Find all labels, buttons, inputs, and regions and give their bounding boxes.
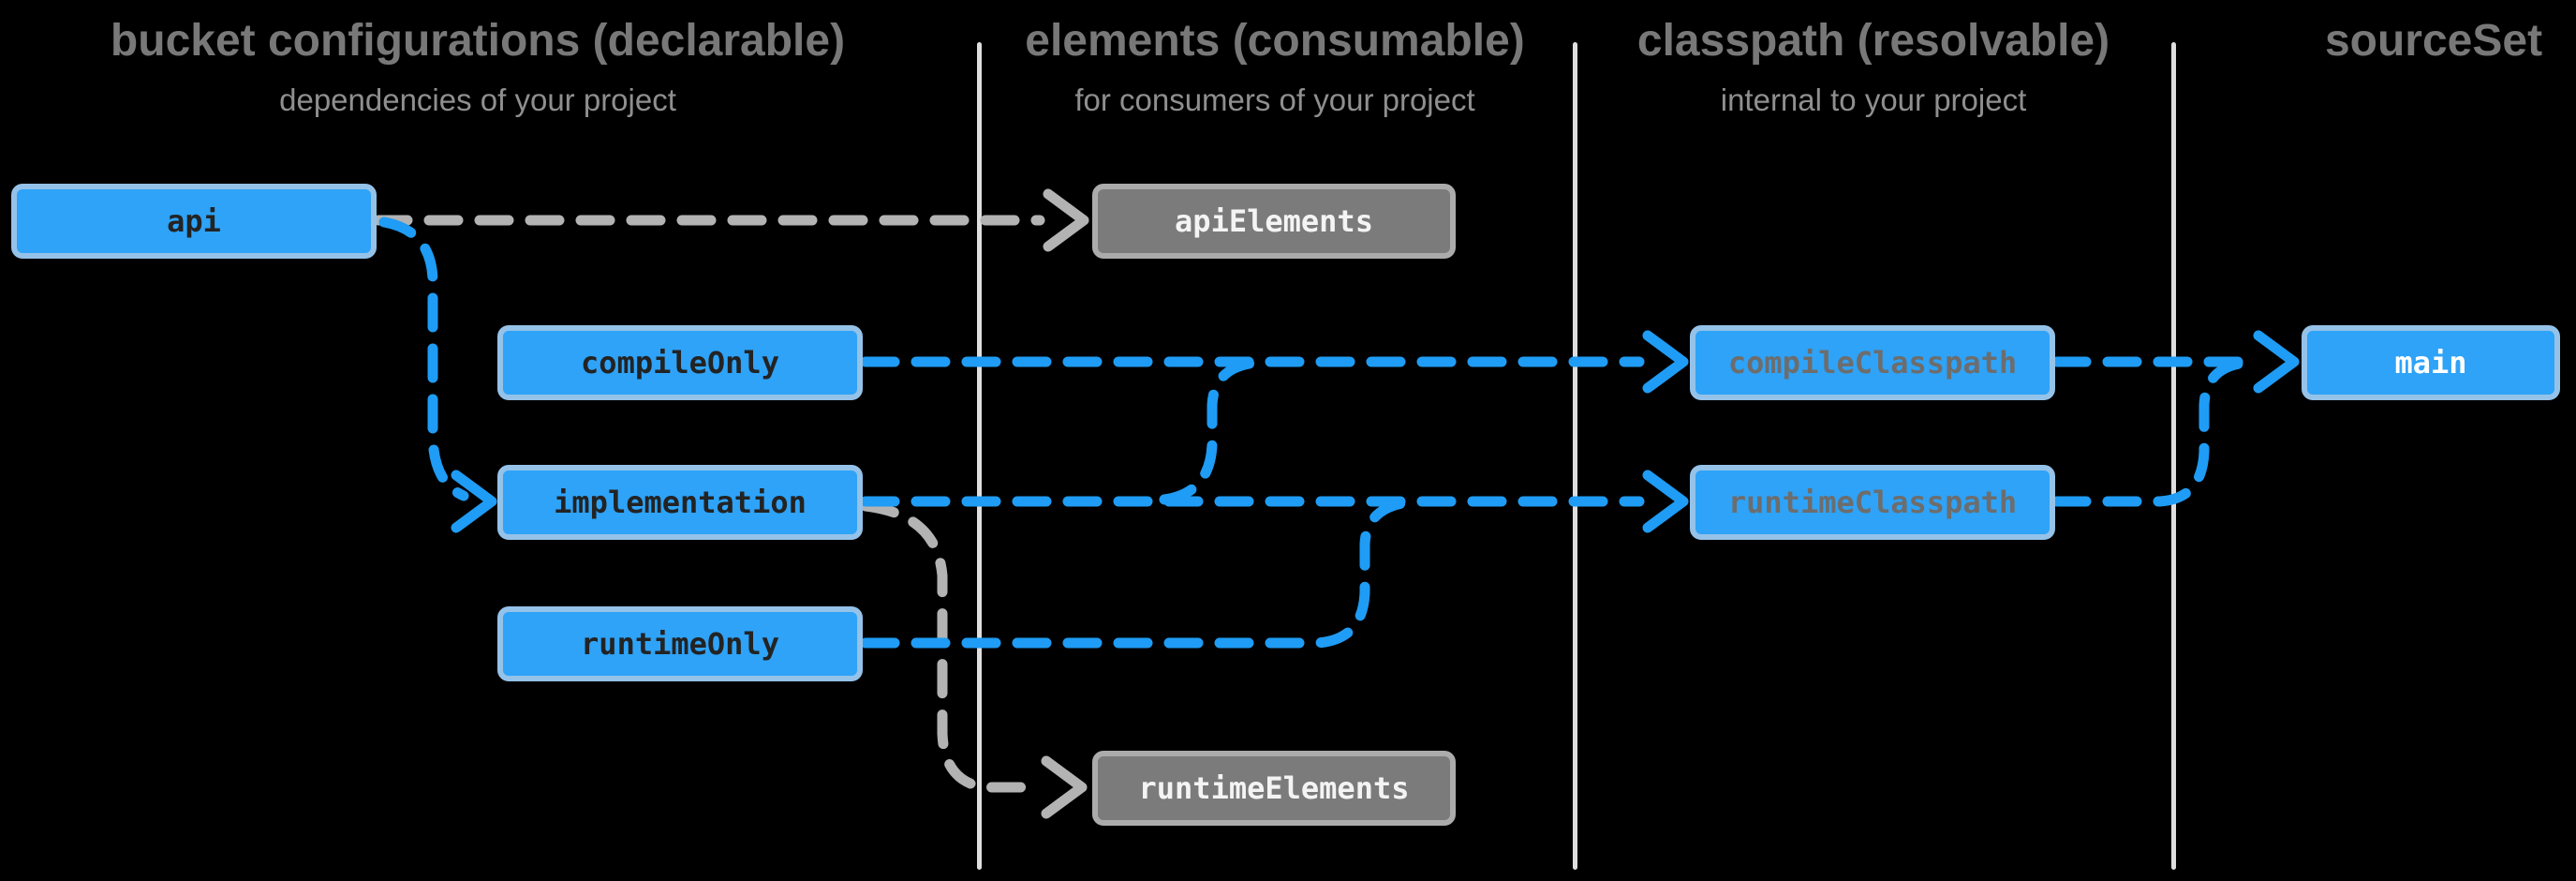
node-api: api bbox=[11, 184, 377, 259]
column-header-elements: elements (consumable) for consumers of y… bbox=[1025, 16, 1525, 117]
column-divider bbox=[1573, 42, 1577, 870]
node-label: runtimeOnly bbox=[581, 626, 779, 662]
node-runtimeOnly: runtimeOnly bbox=[497, 606, 863, 681]
node-label: compileOnly bbox=[581, 345, 779, 381]
arrowhead-into-main bbox=[2253, 330, 2300, 394]
node-runtimeElements: runtimeElements bbox=[1092, 751, 1456, 826]
node-main: main bbox=[2302, 325, 2560, 400]
column-header-classpath: classpath (resolvable) internal to your … bbox=[1636, 16, 2110, 117]
column-title: sourceSet bbox=[2324, 16, 2543, 66]
edge-implementation-to-compileClasspath bbox=[1159, 357, 1261, 505]
column-title: bucket configurations (declarable) bbox=[110, 16, 846, 66]
arrowhead-into-apiElements bbox=[1043, 188, 1089, 252]
column-header-sourceset: sourceSet bbox=[2325, 19, 2542, 64]
edge-runtimeClasspath-to-main bbox=[2051, 357, 2252, 507]
edge-runtimeOnly-to-runtimeClasspath bbox=[860, 497, 1414, 649]
node-label: apiElements bbox=[1175, 203, 1373, 239]
arrowhead-into-compileClasspath bbox=[1642, 330, 1689, 394]
node-compileClasspath: compileClasspath bbox=[1690, 325, 2055, 400]
column-subtitle: internal to your project bbox=[1720, 82, 2027, 117]
node-label: runtimeClasspath bbox=[1727, 485, 2018, 520]
node-compileOnly: compileOnly bbox=[497, 325, 863, 400]
node-label: runtimeElements bbox=[1138, 770, 1410, 806]
column-divider bbox=[977, 42, 982, 870]
column-divider bbox=[2171, 42, 2176, 870]
column-subtitle: for consumers of your project bbox=[1074, 82, 1475, 117]
edge-api-to-implementation bbox=[378, 217, 469, 501]
edge-implementation-to-runtimeElements bbox=[860, 500, 1044, 793]
node-label: api bbox=[167, 203, 221, 239]
arrowhead-into-runtimeElements bbox=[1041, 755, 1088, 819]
node-implementation: implementation bbox=[497, 465, 863, 540]
node-label: implementation bbox=[554, 485, 807, 520]
node-runtimeClasspath: runtimeClasspath bbox=[1690, 465, 2055, 540]
column-subtitle: dependencies of your project bbox=[279, 82, 676, 117]
column-title: elements (consumable) bbox=[1025, 16, 1525, 66]
column-title: classpath (resolvable) bbox=[1636, 16, 2110, 66]
arrowhead-into-runtimeClasspath bbox=[1642, 470, 1689, 533]
node-label: main bbox=[2394, 345, 2467, 381]
node-apiElements: apiElements bbox=[1092, 184, 1456, 259]
column-header-buckets: bucket configurations (declarable) depen… bbox=[110, 16, 846, 117]
node-label: compileClasspath bbox=[1727, 345, 2018, 381]
arrowhead-into-implementation bbox=[451, 470, 497, 533]
